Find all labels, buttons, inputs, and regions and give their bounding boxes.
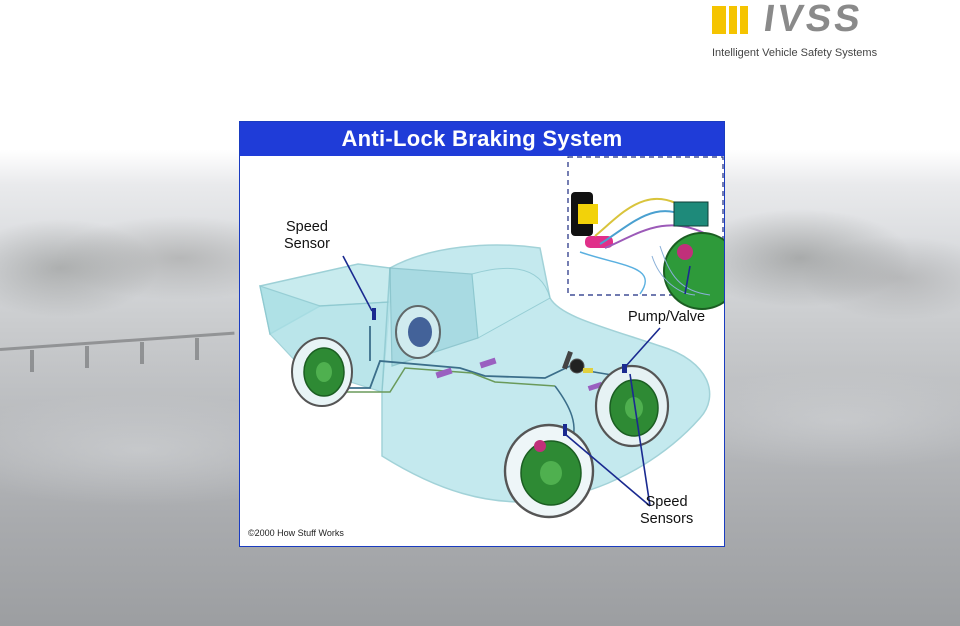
speed-sensor-label: Speed Sensor [284, 219, 330, 252]
logo-tagline: Intelligent Vehicle Safety Systems [712, 47, 878, 59]
logo-bars-icon [712, 6, 748, 34]
pump-valve-label: Pump/Valve [628, 309, 706, 325]
pump-valve-inset [567, 156, 724, 310]
speed-sensors-label: Speed Sensors [640, 494, 694, 527]
rear-left-wheel [291, 337, 353, 407]
speed-sensor-marker [372, 308, 376, 320]
front-right-wheel [594, 364, 670, 448]
ivss-logo: IVSS Intelligent Vehicle Safety Systems [712, 0, 948, 60]
guardrail-post [140, 342, 144, 364]
callout-lines [342, 255, 691, 507]
speed-sensor-marker [622, 364, 627, 373]
copyright-notice: ©2000 How Stuff Works [248, 528, 344, 538]
guardrail-post [30, 350, 34, 372]
logo-wordmark: IVSS [761, 0, 866, 40]
guardrail-post [85, 346, 89, 368]
abs-car-illustration [259, 156, 724, 519]
rear-right-wheel [395, 305, 441, 359]
speed-sensor-marker [563, 424, 567, 436]
front-left-wheel [503, 423, 595, 519]
diagram-title: Anti-Lock Braking System [240, 122, 724, 156]
abs-diagram: Anti-Lock Braking System [239, 121, 725, 547]
guardrail-post [195, 338, 199, 360]
